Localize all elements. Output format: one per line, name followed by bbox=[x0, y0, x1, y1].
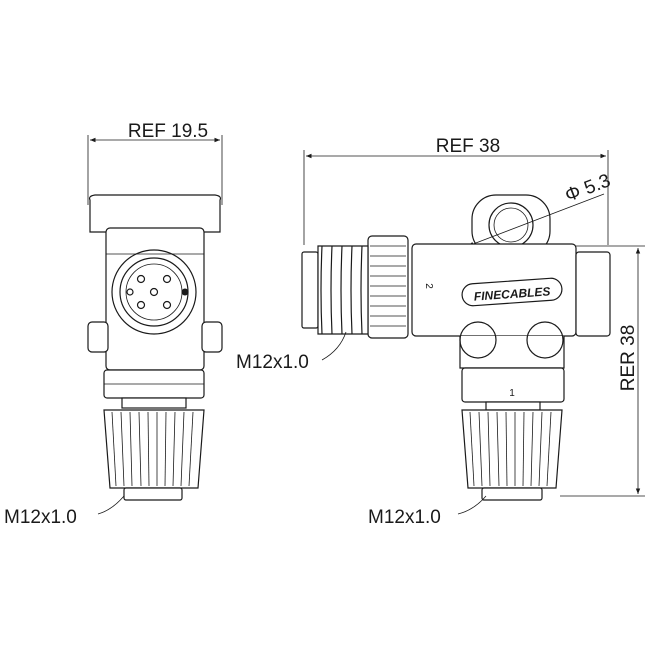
right-view: REF 38 RER 38 Φ 5.3 FINECABLES 2 bbox=[236, 136, 645, 528]
left-view: REF 19.5 bbox=[4, 121, 223, 528]
callout-left-bottom-thread: M12x1.0 bbox=[4, 507, 77, 528]
callout-right-bottom-thread: M12x1.0 bbox=[368, 507, 441, 528]
callout-right-side-thread: M12x1.0 bbox=[236, 352, 309, 373]
dimension-label-right-width: REF 38 bbox=[436, 136, 500, 157]
dimension-label-hole-diameter: Φ 5.3 bbox=[562, 170, 613, 206]
dimension-rer-38: RER 38 bbox=[560, 245, 645, 497]
port-label-1: 1 bbox=[509, 388, 515, 399]
brand-logo: FINECABLES bbox=[461, 277, 563, 307]
port-label-2: 2 bbox=[423, 283, 434, 289]
dimension-ref-19-5: REF 19.5 bbox=[87, 121, 223, 205]
dimension-label-right-height: RER 38 bbox=[618, 325, 639, 392]
dimension-label-left-width: REF 19.5 bbox=[128, 121, 208, 142]
dimension-ref-38: REF 38 bbox=[303, 136, 609, 245]
svg-text:FINECABLES: FINECABLES bbox=[473, 284, 550, 303]
